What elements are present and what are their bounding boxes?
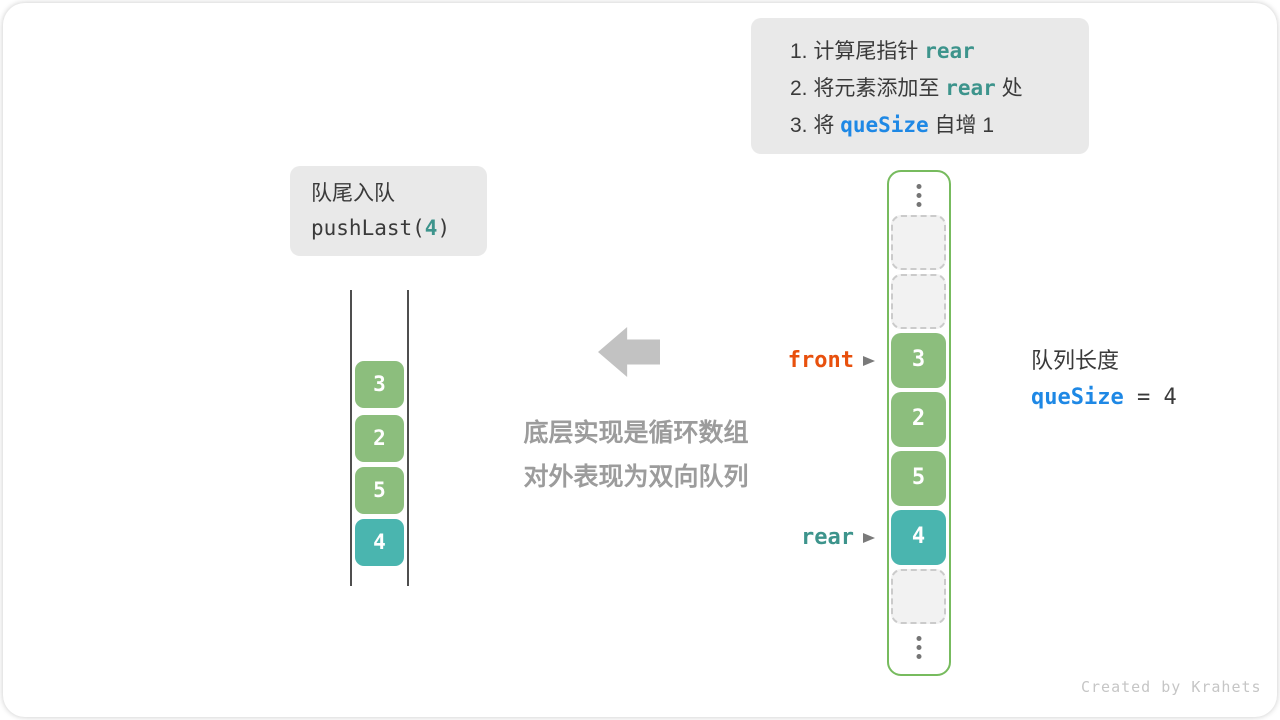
instruction-step-3: 3. 将 queSize 自增 1 <box>790 107 1089 144</box>
queue-length-info: 队列长度 queSize = 4 <box>1031 346 1177 413</box>
operation-label-box: 队尾入队 pushLast(4) <box>290 166 487 256</box>
array-cell: 5 <box>891 451 946 506</box>
array-cell-empty <box>891 215 946 270</box>
pointer-arrow-icon <box>863 532 875 543</box>
instruction-text: 2. 将元素添加至 <box>790 77 946 100</box>
ellipsis-top-icon <box>916 184 922 207</box>
instruction-step-2: 2. 将元素添加至 rear 处 <box>790 70 1089 107</box>
code-token-rear: rear <box>945 76 996 100</box>
note-line-2: 对外表现为双向队列 <box>523 463 749 491</box>
instruction-text: 处 <box>995 77 1023 100</box>
deque-cell: 5 <box>355 467 404 514</box>
dot <box>916 184 922 189</box>
circular-array-view: 3 2 5 4 <box>887 170 951 676</box>
instruction-text: 1. 计算尾指针 <box>790 40 925 63</box>
array-cell-rear-new: 4 <box>891 510 946 565</box>
dot <box>916 645 922 650</box>
deque-abstract-view: 3 2 5 4 <box>350 290 409 586</box>
code-token-rear: rear <box>924 39 975 63</box>
note-text: 底层实现是循环数组 对外表现为双向队列 <box>488 411 784 499</box>
instruction-text: 自增 1 <box>928 114 995 137</box>
array-cell: 2 <box>891 392 946 447</box>
diagram-canvas: 1. 计算尾指针 rear 2. 将元素添加至 rear 处 3. 将 queS… <box>3 3 1277 717</box>
instruction-step-1: 1. 计算尾指针 rear <box>790 33 1089 70</box>
queue-length-label: 队列长度 <box>1031 348 1120 373</box>
code-text: pushLast( <box>311 216 425 240</box>
array-cell-empty <box>891 274 946 329</box>
dot <box>916 654 922 659</box>
code-text: ) <box>437 216 451 240</box>
deque-cell: 3 <box>355 361 404 408</box>
front-pointer-text: front <box>787 348 854 373</box>
queue-length-code: queSize = 4 <box>1031 383 1177 413</box>
instruction-box: 1. 计算尾指针 rear 2. 将元素添加至 rear 处 3. 将 queS… <box>751 18 1089 154</box>
code-arg: 4 <box>424 216 438 240</box>
instruction-text: 3. 将 <box>790 114 841 137</box>
code-token-quesize: queSize <box>840 113 929 137</box>
operation-title: 队尾入队 <box>311 182 395 205</box>
left-block-arrow-icon <box>598 327 660 377</box>
watermark: Created by Krahets <box>1081 678 1262 696</box>
operation-code: pushLast(4) <box>311 214 487 242</box>
array-cell-empty <box>891 569 946 624</box>
note-line-1: 底层实现是循环数组 <box>523 419 749 447</box>
dot <box>916 636 922 641</box>
deque-cell: 2 <box>355 415 404 462</box>
queue-length-value: = 4 <box>1123 385 1177 410</box>
pointer-arrow-icon <box>863 355 875 366</box>
dot <box>916 193 922 198</box>
deque-cell-new: 4 <box>355 519 404 566</box>
dot <box>916 202 922 207</box>
ellipsis-bottom-icon <box>916 636 922 659</box>
rear-pointer-text: rear <box>801 525 854 550</box>
front-pointer-label: front <box>771 346 875 375</box>
array-cell-front: 3 <box>891 333 946 388</box>
rear-pointer-label: rear <box>771 523 875 552</box>
code-token-quesize: queSize <box>1031 385 1124 410</box>
